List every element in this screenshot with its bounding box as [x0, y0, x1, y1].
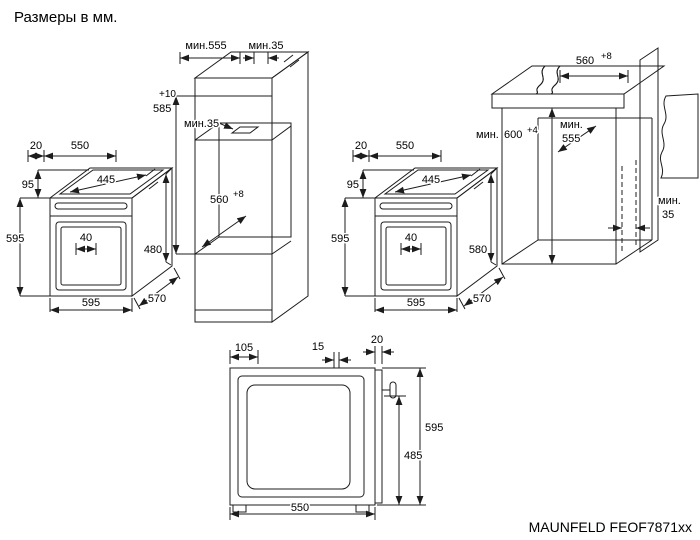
dim-label-niche-depth: 560	[210, 194, 228, 206]
dim-label-panel-height: 95	[22, 179, 34, 191]
dim-label-handle-gap: 40	[80, 232, 92, 244]
dim-label-height: 595	[425, 422, 443, 434]
dim-label-min-vent-gap: мин.35	[184, 118, 219, 130]
oven-front-view-right: 20 550 95 595 445 40 580 595 570	[330, 139, 505, 312]
dim-label-niche-height-tol: +4	[527, 125, 538, 136]
dim-label-min-prefix-gap: мин.	[658, 195, 681, 207]
tall-cabinet-dimension-lines	[172, 52, 279, 255]
dim-label-depth: 570	[473, 293, 491, 305]
dim-label-min-prefix-height: мин.	[476, 129, 499, 141]
dim-label-setback-top: 20	[355, 140, 367, 152]
dim-label-width: 595	[82, 297, 100, 309]
side-section-outline	[229, 367, 397, 513]
tall-cabinet-outline	[193, 51, 310, 323]
dim-label-niche-width: 560	[576, 55, 594, 67]
dim-label-handle-gap: 40	[405, 232, 417, 244]
counter-cabinet-outline	[490, 47, 699, 265]
oven-front-view-left: 20 550 95 595 445 40 480 595 570	[5, 139, 180, 312]
dim-label-height: 595	[6, 233, 24, 245]
dim-label-min-gap-top: мин.35	[248, 40, 283, 52]
dim-label-depth: 550	[291, 502, 309, 514]
dim-label-min-prefix-depth: мин.	[560, 119, 583, 131]
dim-label-door-height: 480	[144, 244, 162, 256]
dim-label-setback-top: 20	[30, 140, 42, 152]
dim-label-inner-width: 445	[422, 174, 440, 186]
oven-side-section-view: 105 15 20 485 595 550	[229, 333, 445, 520]
dim-label-height: 595	[331, 233, 349, 245]
dim-label-inner-width: 445	[97, 174, 115, 186]
dim-label-niche-depth-tol: +8	[233, 189, 244, 200]
dim-label-width: 595	[407, 297, 425, 309]
dim-label-niche-height: 600	[504, 129, 522, 141]
dim-label-panel-height: 95	[347, 179, 359, 191]
dim-label-min-gap: 35	[662, 209, 674, 221]
counter-cabinet-view: 560 +8 мин. 600 +4 мин. 555 мин. 35	[475, 47, 699, 265]
side-section-dimension-lines	[229, 346, 426, 520]
dim-label-handle-gap: 15	[312, 341, 324, 353]
dim-label-inner-height: 485	[404, 450, 422, 462]
dim-label-depth-top: 550	[396, 140, 414, 152]
dim-label-depth-top: 550	[71, 140, 89, 152]
page-title: Размеры в мм.	[14, 9, 117, 26]
dim-label-depth: 570	[148, 293, 166, 305]
dim-label-handle-depth: 20	[371, 334, 383, 346]
dim-label-min-depth: 555	[562, 133, 580, 145]
dim-label-niche-height: 585	[153, 103, 171, 115]
dim-label-niche-width-tol: +8	[601, 51, 612, 62]
tall-cabinet-view: мин.555 мин.35 +10 585 мин.35 560 +8	[152, 39, 310, 323]
dim-label-min-depth: мин.555	[185, 40, 226, 52]
counter-dimension-lines	[548, 70, 650, 264]
dim-label-door-height: 580	[469, 244, 487, 256]
dim-label-tolerance: +10	[159, 89, 176, 100]
dim-label-top-recess: 105	[235, 342, 253, 354]
model-number: MAUNFELD FEOF7871xx	[529, 519, 692, 535]
